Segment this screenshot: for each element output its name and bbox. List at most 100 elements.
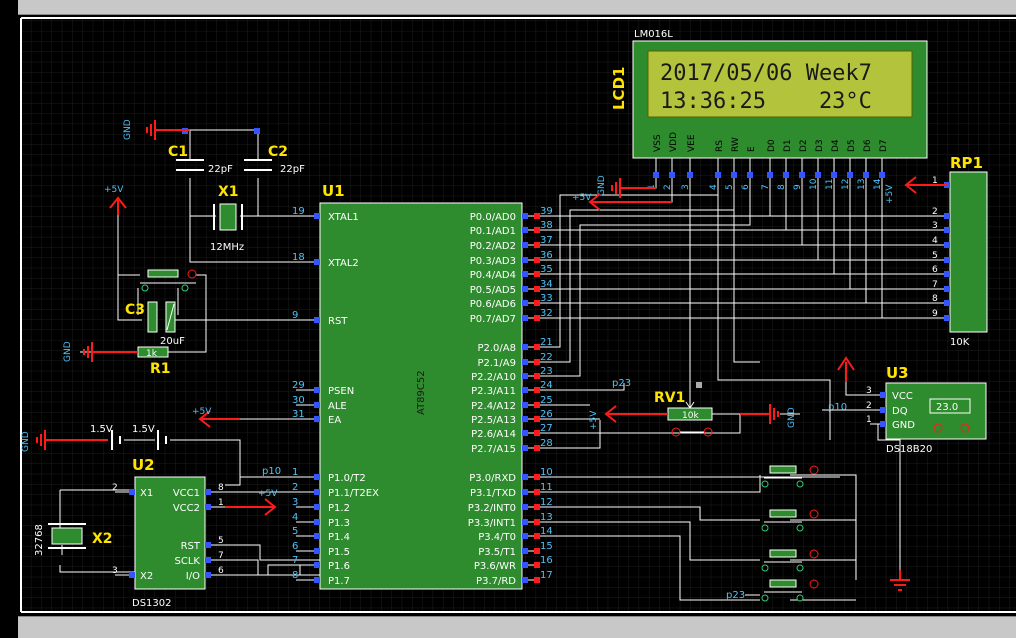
bottom-scrollbar[interactable] xyxy=(18,616,1016,638)
mcu-pin-number: 37 xyxy=(540,235,553,246)
sensor-down-icon[interactable] xyxy=(933,423,943,433)
push-button-2-indicator-icon[interactable] xyxy=(809,509,819,519)
mcu-pin-name: RST xyxy=(328,316,348,327)
mcu-pin-marker xyxy=(522,227,528,233)
vcc-symbol-ea: +5V xyxy=(192,407,240,428)
mcu-pin-state xyxy=(534,387,540,393)
mcu-pin-name: P2.1/A9 xyxy=(477,358,516,369)
reset-button[interactable] xyxy=(140,269,197,292)
lcd-pin-number: 6 xyxy=(741,184,751,190)
mcu-pin-state xyxy=(534,286,540,292)
rtc-pin-marker xyxy=(205,489,211,495)
rv1-ref-label: RV1 xyxy=(654,390,685,406)
rtc-pin-name: SCLK xyxy=(175,556,201,567)
lcd-pin-name: D3 xyxy=(815,139,825,152)
net-label-p23: p23 xyxy=(612,378,631,389)
sensor-pin-number: 3 xyxy=(866,386,872,396)
lcd-pin-number: 8 xyxy=(777,184,787,190)
vcc-label-1: +5V xyxy=(104,185,124,195)
mcu-pin-marker xyxy=(314,504,320,510)
gnd-symbol-2: GND xyxy=(63,341,138,362)
mcu-pin-marker xyxy=(314,416,320,422)
mcu-pin-number: 25 xyxy=(540,395,553,406)
rp1-ref-label: RP1 xyxy=(950,154,983,172)
sensor-pin-marker xyxy=(880,407,886,413)
lcd-pin-number: 9 xyxy=(793,184,803,190)
mcu-pin-marker xyxy=(522,474,528,480)
lcd-pin-name: VEE xyxy=(687,134,697,152)
gnd-label-batt: GND xyxy=(21,431,31,452)
r1-ref-label: R1 xyxy=(150,361,171,377)
mcu-pin-marker xyxy=(314,317,320,323)
sensor-readout-box xyxy=(929,398,971,414)
vcc-label-lcd: +5V xyxy=(572,193,592,203)
mcu-pin-marker xyxy=(522,416,528,422)
x1-value-label: 12MHz xyxy=(210,242,244,253)
reset-button-indicator-icon[interactable] xyxy=(187,269,197,279)
lcd-pin-name: VDD xyxy=(669,132,679,152)
rp1-pin-marker xyxy=(944,227,950,233)
mcu-pin-name: P0.6/AD6 xyxy=(470,299,516,310)
potentiometer-rv1[interactable]: 10k RV1 xyxy=(654,382,713,437)
crystal-x1: X1 12MHz xyxy=(210,184,244,253)
mcu-pin-number: 12 xyxy=(540,497,553,508)
push-button-4-indicator-icon[interactable] xyxy=(809,579,819,589)
rtc-pin-name: X2 xyxy=(140,571,153,582)
rtc-pin-name: I/O xyxy=(186,571,200,582)
push-button-4[interactable] xyxy=(761,579,819,602)
mcu-pin-name: P1.6 xyxy=(328,561,350,572)
gnd-symbol-rv1: GND xyxy=(740,404,797,428)
lcd-pin-number: 7 xyxy=(761,184,771,190)
lcd-pin-marker xyxy=(747,172,753,178)
mcu-pin-number: 18 xyxy=(292,252,305,263)
mcu-pin-state xyxy=(534,430,540,436)
top-scrollbar[interactable] xyxy=(18,0,1016,15)
lcd-pin-number: 5 xyxy=(725,184,735,190)
sensor-up-icon[interactable] xyxy=(960,423,970,433)
push-button-1-indicator-icon[interactable] xyxy=(809,465,819,475)
mcu-pin-name: P0.0/AD0 xyxy=(470,212,516,223)
push-button-1[interactable] xyxy=(761,465,819,488)
push-button-3-indicator-icon[interactable] xyxy=(809,549,819,559)
mcu-pin-marker xyxy=(522,562,528,568)
mcu-pin-name: P2.6/A14 xyxy=(471,429,516,440)
mcu-pin-number: 32 xyxy=(540,308,553,319)
mcu-pin-marker xyxy=(522,257,528,263)
rp1-pin-number: 6 xyxy=(932,265,938,275)
vcc-symbol-sensor xyxy=(837,356,855,382)
rtc-pin-number: 2 xyxy=(112,483,118,493)
rtc-pin-name: RST xyxy=(181,541,201,552)
rp1-value-label: 10K xyxy=(950,337,970,348)
mcu-pin-number: 23 xyxy=(540,366,553,377)
mcu-pin-name: P2.3/A11 xyxy=(471,386,516,397)
rtc-pin-marker xyxy=(205,557,211,563)
mcu-pin-marker xyxy=(314,474,320,480)
mcu-pin-marker xyxy=(522,402,528,408)
r1-value-label: 1k xyxy=(146,349,158,359)
mcu-pin-state xyxy=(534,344,540,350)
lcd-pin-name: D4 xyxy=(831,139,841,152)
c1-value-label: 22pF xyxy=(208,164,233,175)
mcu-pin-marker xyxy=(522,577,528,583)
rtc-pin-number: 7 xyxy=(218,551,224,561)
mcu-pin-name: P3.3/INT1 xyxy=(468,518,516,529)
lcd-pin-marker xyxy=(687,172,693,178)
sensor-pin-name: VCC xyxy=(892,391,913,402)
mcu-pin-number: 30 xyxy=(292,395,305,406)
capacitor-c3: C3 20uF xyxy=(125,301,185,347)
lcd-pin-name: D2 xyxy=(799,139,809,152)
push-button-3[interactable] xyxy=(761,549,819,572)
push-button-2[interactable] xyxy=(761,509,819,532)
lcd-pin-marker xyxy=(767,172,773,178)
mcu-pin-name: P1.7 xyxy=(328,576,350,587)
mcu-pin-state xyxy=(534,504,540,510)
lcd-pin-name: RS xyxy=(715,140,725,152)
mcu-pin-name: XTAL2 xyxy=(328,258,359,269)
mcu-pin-number: 15 xyxy=(540,541,553,552)
mcu-pin-name: P0.2/AD2 xyxy=(470,241,516,252)
mcu-pin-number: 9 xyxy=(292,310,298,321)
mcu-pin-number: 10 xyxy=(540,467,553,478)
